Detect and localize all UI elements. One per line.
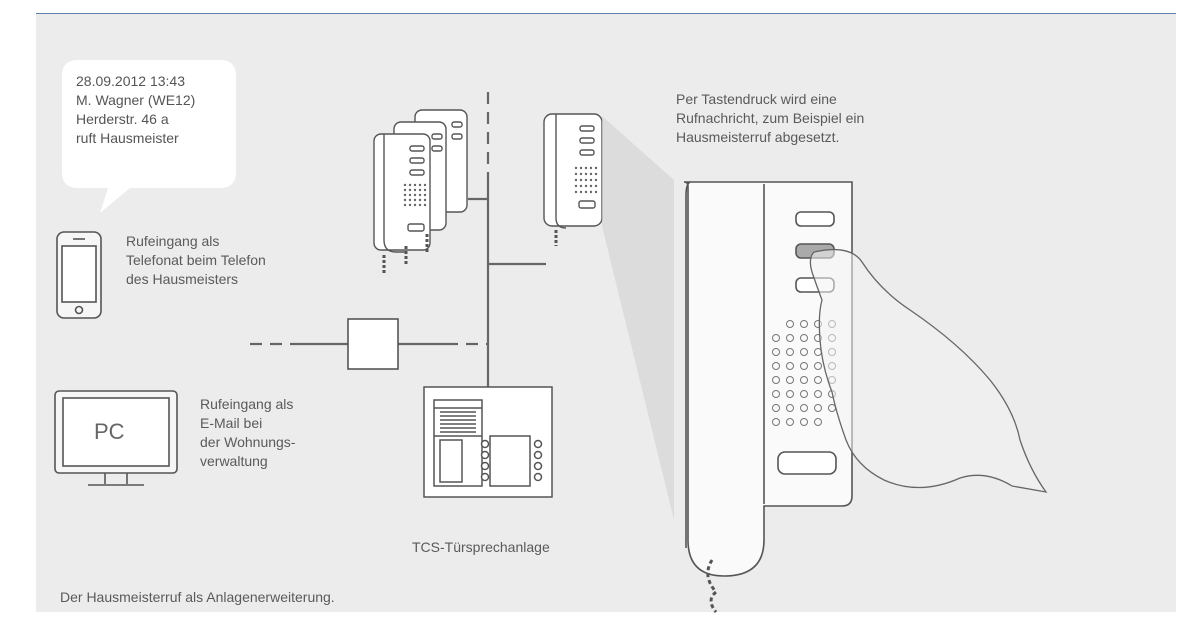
single-handset-icon — [543, 113, 603, 246]
zoom-projection — [602, 116, 674, 520]
smartphone-icon — [56, 231, 102, 319]
large-handset-icon — [683, 181, 853, 613]
door-station-icon — [423, 386, 553, 498]
phone-caption: Rufeingang als Telefonat beim Telefon de… — [126, 233, 266, 287]
single-handset-dots — [574, 166, 598, 194]
bubble-text: 28.09.2012 13:43 M. Wagner (WE12) Herder… — [76, 73, 196, 146]
pc-label: PC — [94, 419, 125, 444]
interface-box-icon — [347, 318, 399, 370]
handset-caption: Per Tastendruck wird eine Rufnachricht, … — [676, 91, 865, 145]
pc-caption: Rufeingang als E-Mail bei der Wohnungs- … — [200, 396, 296, 469]
handset-speaker-dots — [403, 183, 427, 207]
indoor-handset-icon — [373, 109, 468, 275]
intercom-caption: TCS-Türsprechanlage — [412, 539, 550, 555]
bus-wiring — [250, 92, 546, 387]
footer-caption: Der Hausmeisterruf als Anlagenerweiterun… — [60, 589, 335, 605]
hand-icon — [809, 248, 1048, 493]
speech-bubble — [62, 60, 236, 213]
monitor-icon — [54, 390, 178, 486]
top-divider — [36, 13, 1176, 14]
